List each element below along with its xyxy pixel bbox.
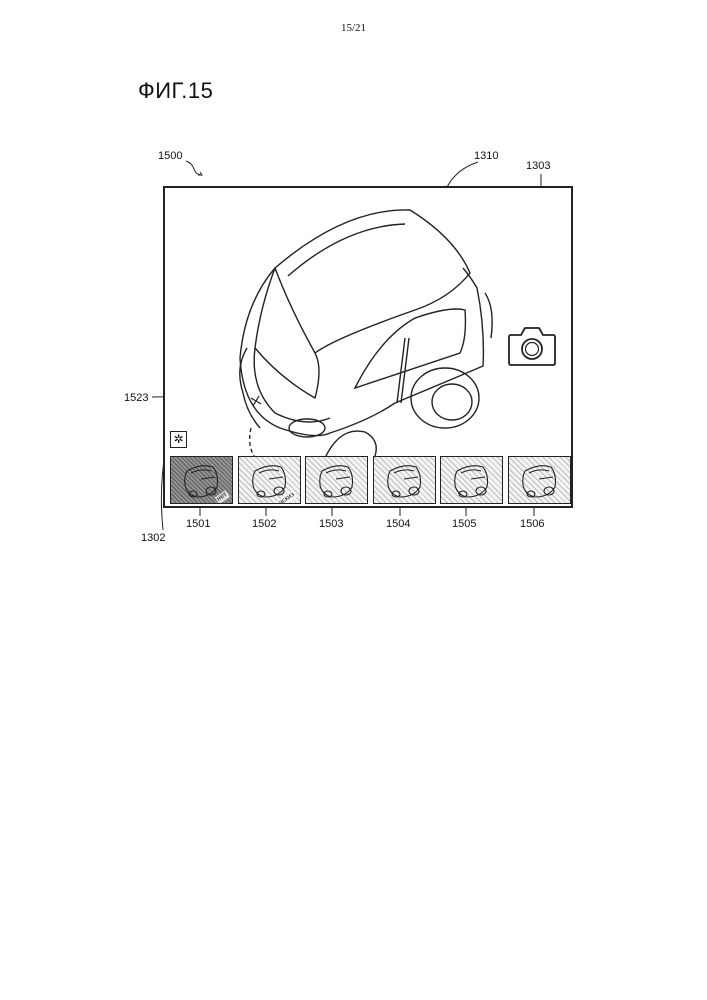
effect-thumbnail-3[interactable] (305, 456, 368, 504)
ref-device: 1500 (158, 150, 182, 162)
ref-thumbnail-2: 1502 (252, 518, 276, 530)
ref-thumbnail-5: 1505 (452, 518, 476, 530)
effect-thumbnail-5[interactable] (440, 456, 503, 504)
thumbnail-car-icon (509, 457, 571, 504)
ref-camera-button: 1303 (526, 160, 550, 172)
effect-thumbnail-2[interactable]: эскиз (238, 456, 301, 504)
thumbnail-car-icon (306, 457, 368, 504)
page-number: 15/21 (0, 22, 707, 34)
thumbnail-car-icon (441, 457, 503, 504)
ref-thumbnail-4: 1504 (386, 518, 410, 530)
effect-thumbnail-4[interactable] (373, 456, 436, 504)
effect-thumbnail-6[interactable] (508, 456, 571, 504)
effect-button[interactable]: ✲ (170, 431, 187, 448)
camera-button[interactable] (507, 323, 557, 372)
effect-thumbnail-strip: нетэскиз (170, 456, 570, 506)
preview-screen: ✲ нетэскиз (163, 186, 573, 508)
thumbnail-car-icon (374, 457, 436, 504)
ref-effect-button: 1302 (141, 532, 165, 544)
effect-thumbnail-1[interactable]: нет (170, 456, 233, 504)
magic-wand-icon: ✲ (173, 432, 183, 446)
ref-thumbnail-3: 1503 (319, 518, 343, 530)
ref-thumbnail-1: 1501 (186, 518, 210, 530)
figure-title: ФИГ.15 (138, 78, 213, 104)
ref-selection-line: 1523 (124, 392, 148, 404)
ref-screen: 1310 (474, 150, 498, 162)
camera-icon (507, 323, 557, 367)
ref-thumbnail-6: 1506 (520, 518, 544, 530)
